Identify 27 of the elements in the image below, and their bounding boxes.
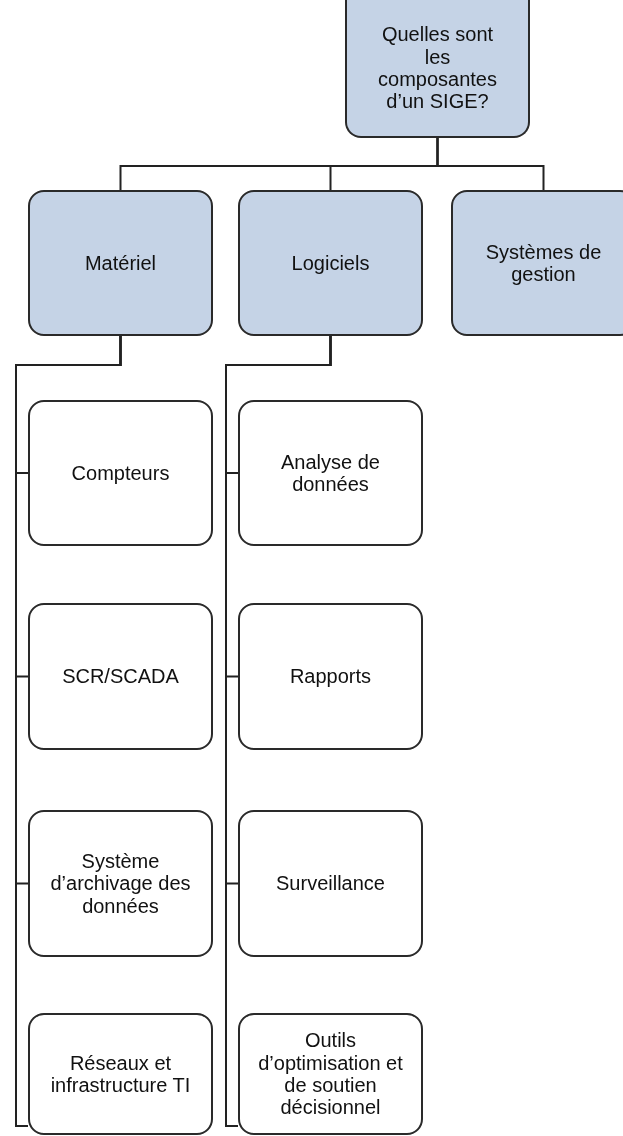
component-box: [28, 603, 213, 750]
component-box: [28, 810, 213, 957]
category-box: [451, 190, 623, 336]
component-box: [238, 1013, 423, 1135]
component-box: [28, 1013, 213, 1135]
node-label: SCR/SCADA: [62, 665, 179, 688]
node-label: Matériel: [84, 251, 157, 275]
node-label: Surveillance: [276, 872, 385, 895]
node-label: Compteurs: [71, 461, 170, 485]
connector-line: [15, 335, 122, 1127]
component-box: [28, 400, 213, 546]
node-label: Outils d’optimisation et de soutien décisionnel: [257, 1029, 404, 1119]
node-label: Rapports: [289, 665, 372, 688]
node-label: Logiciels: [291, 251, 370, 275]
connector-line: [225, 335, 332, 1127]
component-box: [238, 400, 423, 546]
category-box: [238, 190, 423, 336]
node-label: Analyse de données: [280, 450, 381, 496]
node-label: Système d’archivage des données: [49, 849, 192, 918]
node-label: Réseaux et infrastructure TI: [49, 1051, 192, 1097]
component-box: [238, 810, 423, 957]
connector-line: [436, 137, 545, 191]
question-box: [345, 0, 530, 138]
node-label: Quelles sont les composantes d’un SIGE?: [378, 23, 497, 113]
component-box: [238, 603, 423, 750]
category-box: [28, 190, 213, 336]
node-label: Systèmes de gestion: [484, 240, 603, 286]
